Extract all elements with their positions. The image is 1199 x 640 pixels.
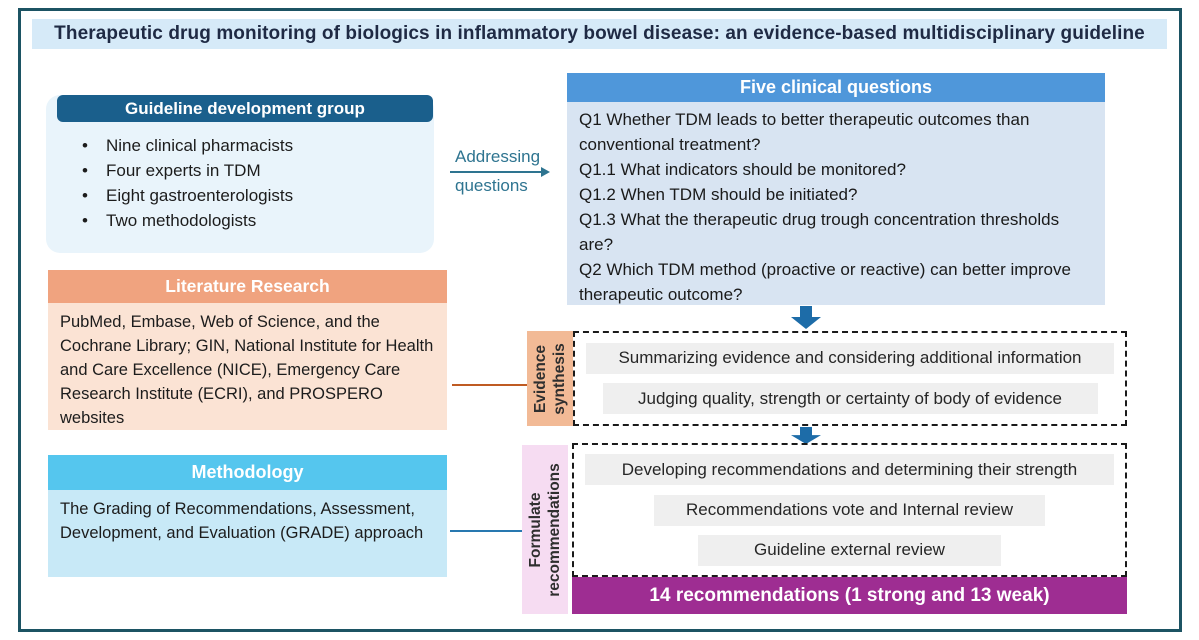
development-group-list: Nine clinical pharmacists Four experts i… [60,133,420,233]
list-item: Four experts in TDM [60,158,420,183]
literature-research-header: Literature Research [48,270,447,303]
methodology-body: The Grading of Recommendations, Assessme… [48,490,447,577]
addressing-questions-label-line2: questions [455,176,528,195]
question-item: Q1.2 When TDM should be initiated? [579,185,858,204]
question-item: Q1 Whether TDM leads to better therapeut… [579,110,1030,154]
arrow-head [541,167,550,177]
process-step: Developing recommendations and determini… [585,454,1114,486]
evidence-synthesis-label-text: Evidence synthesis [532,342,568,415]
addressing-questions-label-line1: Addressing [455,147,541,166]
list-item: Nine clinical pharmacists [60,133,420,158]
process-step: Recommendations vote and Internal review [653,494,1046,526]
list-item: Two methodologists [60,208,420,233]
recommendations-outcome-bar: 14 recommendations (1 strong and 13 weak… [572,577,1127,614]
clinical-questions-body: Q1 Whether TDM leads to better therapeut… [567,102,1105,305]
addressing-right-arrow-icon [450,167,550,177]
page-title: Therapeutic drug monitoring of biologics… [54,23,1145,44]
arrow-line [450,530,532,532]
question-item: Q1.1 What indicators should be monitored… [579,160,906,179]
literature-research-header-label: Literature Research [165,276,330,296]
methodology-header: Methodology [48,455,447,490]
development-group-header-label: Guideline development group [125,98,365,118]
development-group-header: Guideline development group [57,95,433,122]
arrow-line [450,171,542,173]
arrow-line [452,384,530,386]
process-step: Summarizing evidence and considering add… [586,342,1114,374]
list-item: Eight gastroenterologists [60,183,420,208]
evidence-synthesis-label: Evidence synthesis [527,331,573,426]
formulate-recommendations-box: Developing recommendations and determini… [572,443,1127,577]
literature-research-body: PubMed, Embase, Web of Science, and the … [48,303,447,430]
process-step: Guideline external review [697,534,1002,566]
literature-right-arrow-icon [452,380,538,390]
formulate-recommendations-label-text: Formulate recommendations [527,462,564,597]
recommendations-outcome-label: 14 recommendations (1 strong and 13 weak… [649,584,1050,606]
clinical-questions-header: Five clinical questions [567,73,1105,102]
question-item: Q1.3 What the therapeutic drug trough co… [579,210,1060,254]
formulate-recommendations-label: Formulate recommendations [522,445,568,614]
methodology-header-label: Methodology [191,462,304,482]
title-banner: Therapeutic drug monitoring of biologics… [32,19,1167,49]
question-item: Q2 Which TDM method (proactive or reacti… [579,260,1071,304]
clinical-questions-header-label: Five clinical questions [739,77,933,97]
evidence-synthesis-box: Summarizing evidence and considering add… [573,331,1127,426]
process-step: Judging quality, strength or certainty o… [602,383,1098,415]
